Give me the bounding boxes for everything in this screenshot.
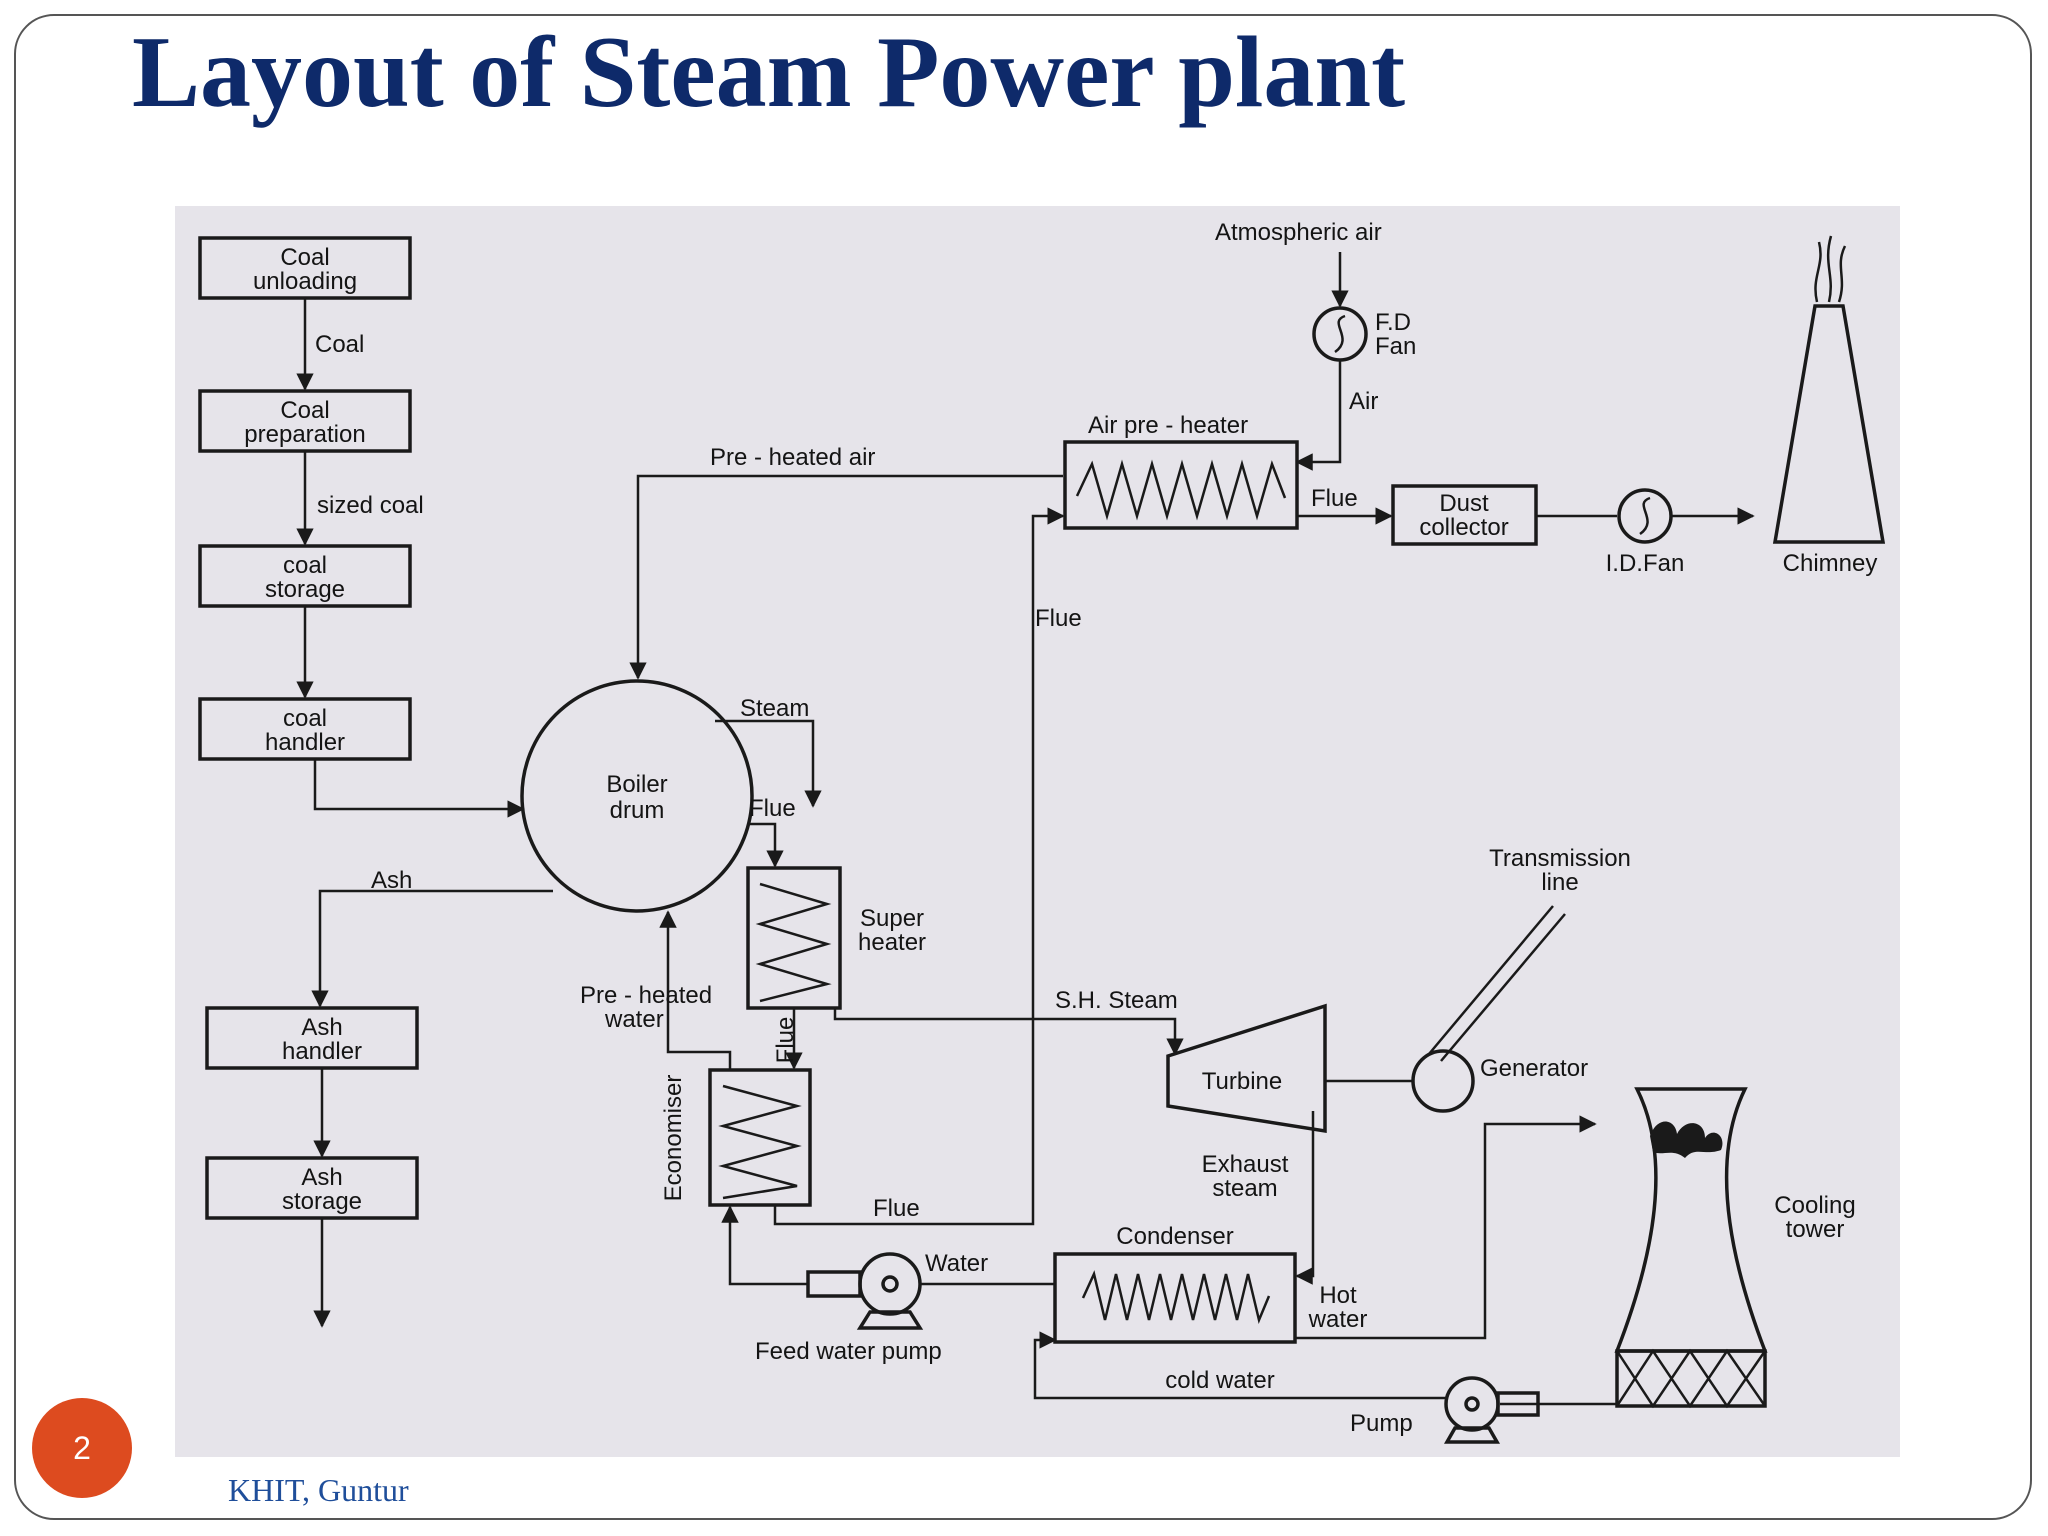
flue-label-economiser: Flue	[873, 1195, 920, 1222]
coal-handler-block: coal handler	[198, 697, 412, 761]
flue-label-riser: Flue	[1035, 605, 1082, 632]
svg-text:Air pre - heater: Air pre - heater	[1088, 412, 1248, 439]
svg-text:Cooling: Cooling	[1774, 1192, 1855, 1219]
turbine: Turbine	[1166, 1003, 1327, 1134]
steam-plant-diagram: Coal unloading Coal Coal preparation siz…	[175, 206, 1900, 1457]
pre-heated-water-label-1: Pre - heated	[580, 982, 712, 1009]
id-fan-icon	[1617, 488, 1673, 544]
svg-text:coal: coal	[283, 705, 327, 732]
economiser: Economiser	[660, 1068, 812, 1207]
coal-preparation-block: Coal preparation	[198, 389, 412, 453]
dust-collector: Dust collector	[1391, 484, 1538, 546]
svg-text:storage: storage	[282, 1188, 362, 1215]
hot-water-label-1: Hot	[1319, 1282, 1357, 1309]
svg-text:Generator: Generator	[1480, 1055, 1588, 1082]
cold-water-label: cold water	[1165, 1367, 1274, 1394]
svg-text:line: line	[1541, 869, 1578, 896]
coal-storage-block: coal storage	[198, 544, 412, 608]
flue-label-superheater: Flue	[749, 795, 796, 822]
svg-text:drum: drum	[610, 797, 665, 824]
svg-text:preparation: preparation	[244, 421, 365, 448]
steam-flow-label: Steam	[740, 695, 809, 722]
pump-icon	[1443, 1376, 1540, 1444]
condenser: Condenser	[1053, 1223, 1297, 1344]
slide-title: Layout of Steam Power plant	[132, 16, 1406, 129]
svg-text:storage: storage	[265, 576, 345, 603]
generator: Generator	[1411, 1049, 1588, 1113]
air-flow-label: Air	[1349, 388, 1378, 415]
slide-number-badge: 2	[32, 1398, 132, 1498]
water-flow-label: Water	[925, 1250, 988, 1277]
chimney	[1772, 235, 1886, 544]
chimney-label: Chimney	[1783, 550, 1878, 577]
footer-text: KHIT, Guntur	[228, 1472, 409, 1508]
fd-fan-label-1: F.D	[1375, 309, 1411, 336]
exhaust-steam-label-1: Exhaust	[1202, 1151, 1289, 1178]
svg-text:Boiler: Boiler	[606, 771, 667, 798]
svg-text:Turbine: Turbine	[1202, 1068, 1282, 1095]
svg-text:Ash: Ash	[301, 1164, 342, 1191]
svg-text:Ash: Ash	[301, 1014, 342, 1041]
ash-handler-block: Ash handler	[205, 1006, 419, 1070]
svg-text:unloading: unloading	[253, 268, 357, 295]
fd-fan-label-2: Fan	[1375, 333, 1416, 360]
exhaust-steam-label-2: steam	[1212, 1175, 1277, 1202]
boiler-drum: Boiler drum	[520, 679, 754, 913]
pump-label: Pump	[1350, 1410, 1413, 1437]
svg-text:Super: Super	[860, 905, 924, 932]
id-fan-label: I.D.Fan	[1606, 550, 1685, 577]
svg-text:tower: tower	[1786, 1216, 1845, 1243]
coal-flow-label: Coal	[315, 331, 364, 358]
feed-water-pump-label: Feed water pump	[755, 1338, 942, 1365]
ash-storage-block: Ash storage	[205, 1156, 419, 1220]
svg-text:Coal: Coal	[280, 244, 329, 271]
transmission-line: Transmission line	[1428, 845, 1631, 1062]
cooling-tower: Cooling tower	[1614, 1087, 1856, 1409]
feed-water-pump-icon	[806, 1252, 924, 1330]
pre-heated-water-label-2: water	[604, 1006, 664, 1033]
sh-steam-label: S.H. Steam	[1055, 987, 1178, 1014]
svg-text:coal: coal	[283, 552, 327, 579]
coal-unloading-block: Coal unloading	[198, 236, 412, 300]
svg-text:collector: collector	[1419, 514, 1508, 541]
svg-text:Dust: Dust	[1439, 490, 1489, 517]
fd-fan-icon	[1312, 306, 1368, 362]
sized-coal-flow-label: sized coal	[317, 492, 424, 519]
svg-text:Economiser: Economiser	[660, 1075, 687, 1202]
svg-text:heater: heater	[858, 929, 926, 956]
flue-label-vertical: Flue	[772, 1017, 799, 1064]
ash-flow-label: Ash	[371, 867, 412, 894]
air-pre-heater: Air pre - heater	[1063, 412, 1299, 530]
atmospheric-air-label: Atmospheric air	[1215, 219, 1382, 246]
flue-label-dust: Flue	[1311, 485, 1358, 512]
super-heater: Super heater	[746, 866, 926, 1010]
svg-text:Condenser: Condenser	[1116, 1223, 1233, 1250]
hot-water-label-2: water	[1308, 1306, 1368, 1333]
pre-heated-air-label: Pre - heated air	[710, 444, 875, 471]
svg-text:handler: handler	[265, 729, 345, 756]
svg-text:Transmission: Transmission	[1489, 845, 1631, 872]
svg-text:Coal: Coal	[280, 397, 329, 424]
svg-text:handler: handler	[282, 1038, 362, 1065]
